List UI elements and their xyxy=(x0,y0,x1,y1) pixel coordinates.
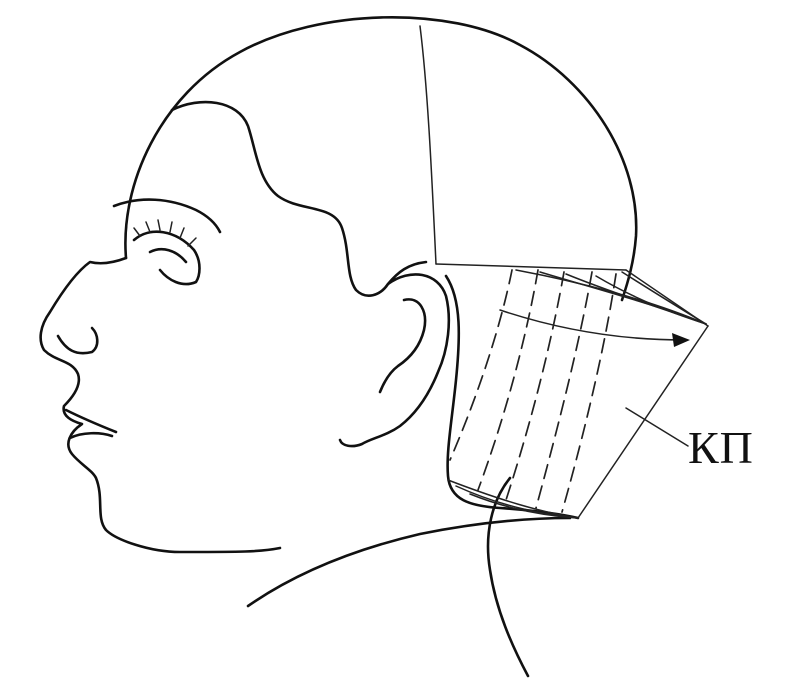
subsection-line-5 xyxy=(562,274,616,512)
ear-inner xyxy=(380,299,425,392)
nape-curve xyxy=(446,276,578,518)
neck-front xyxy=(248,518,570,606)
eye xyxy=(134,232,200,284)
label-leader-line xyxy=(626,408,688,446)
projection-bottom-edge xyxy=(448,480,578,518)
subsection-line-4 xyxy=(536,272,592,508)
strand-top-1 xyxy=(516,270,706,324)
hairline-border xyxy=(172,102,426,296)
subsection-line-1 xyxy=(450,270,512,460)
lips xyxy=(66,410,116,438)
horizontal-parting xyxy=(436,264,626,270)
arrow-head xyxy=(672,333,690,347)
section-label: КП xyxy=(688,425,754,471)
skull-outline xyxy=(125,17,636,300)
subsection-line-2 xyxy=(478,270,538,490)
ear-outer xyxy=(340,274,449,446)
nostril xyxy=(58,328,97,353)
subsection-line-3 xyxy=(506,272,564,500)
vertical-parting xyxy=(420,26,436,264)
face-profile xyxy=(41,258,280,552)
